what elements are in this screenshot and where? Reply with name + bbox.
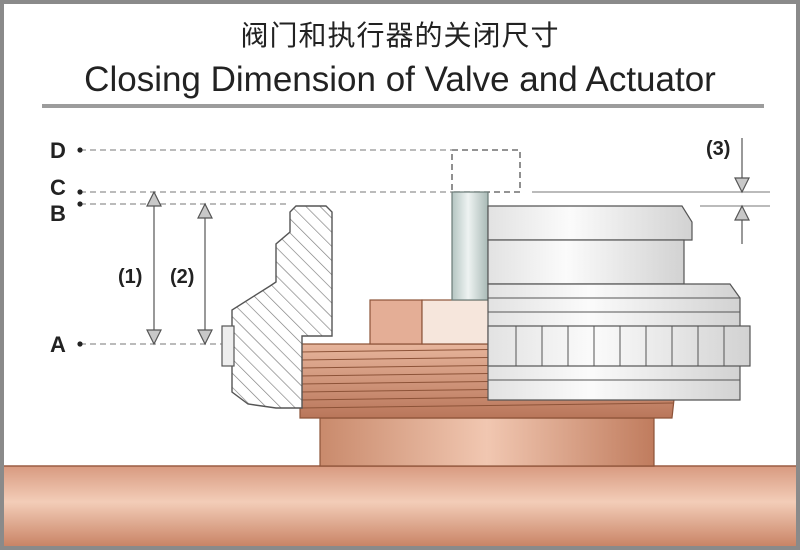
reference-lines-right <box>532 191 770 207</box>
valve-insert-right <box>421 299 491 345</box>
dimension-1-arrow <box>146 190 162 346</box>
level-c-label: C <box>50 175 66 200</box>
dimension-1-label: (1) <box>118 266 142 288</box>
dimension-3-label: (3) <box>706 138 730 160</box>
actuator <box>487 205 751 401</box>
title-english: Closing Dimension of Valve and Actuator <box>84 60 716 99</box>
reference-lines <box>80 149 452 345</box>
dimension-3-arrow <box>734 138 750 244</box>
adapter-lip <box>221 325 235 367</box>
level-b-label: B <box>50 201 66 226</box>
title-chinese: 阀门和执行器的关闭尺寸 <box>240 19 560 52</box>
title-underline <box>42 104 764 108</box>
level-a-marker <box>77 341 83 347</box>
level-b-marker <box>77 201 83 207</box>
dimension-2-arrow <box>197 202 213 346</box>
dimension-2-label: (2) <box>170 266 194 288</box>
level-a-label: A <box>50 332 66 357</box>
valve-boss <box>319 417 655 467</box>
adapter-section <box>231 205 333 409</box>
valve-insert-left <box>369 299 423 345</box>
stem-extended-outline <box>451 149 521 193</box>
level-d-marker <box>77 147 83 153</box>
pipe-body <box>4 466 796 546</box>
level-d-label: D <box>50 138 66 163</box>
level-c-marker <box>77 189 83 195</box>
valve-stem <box>451 191 489 301</box>
